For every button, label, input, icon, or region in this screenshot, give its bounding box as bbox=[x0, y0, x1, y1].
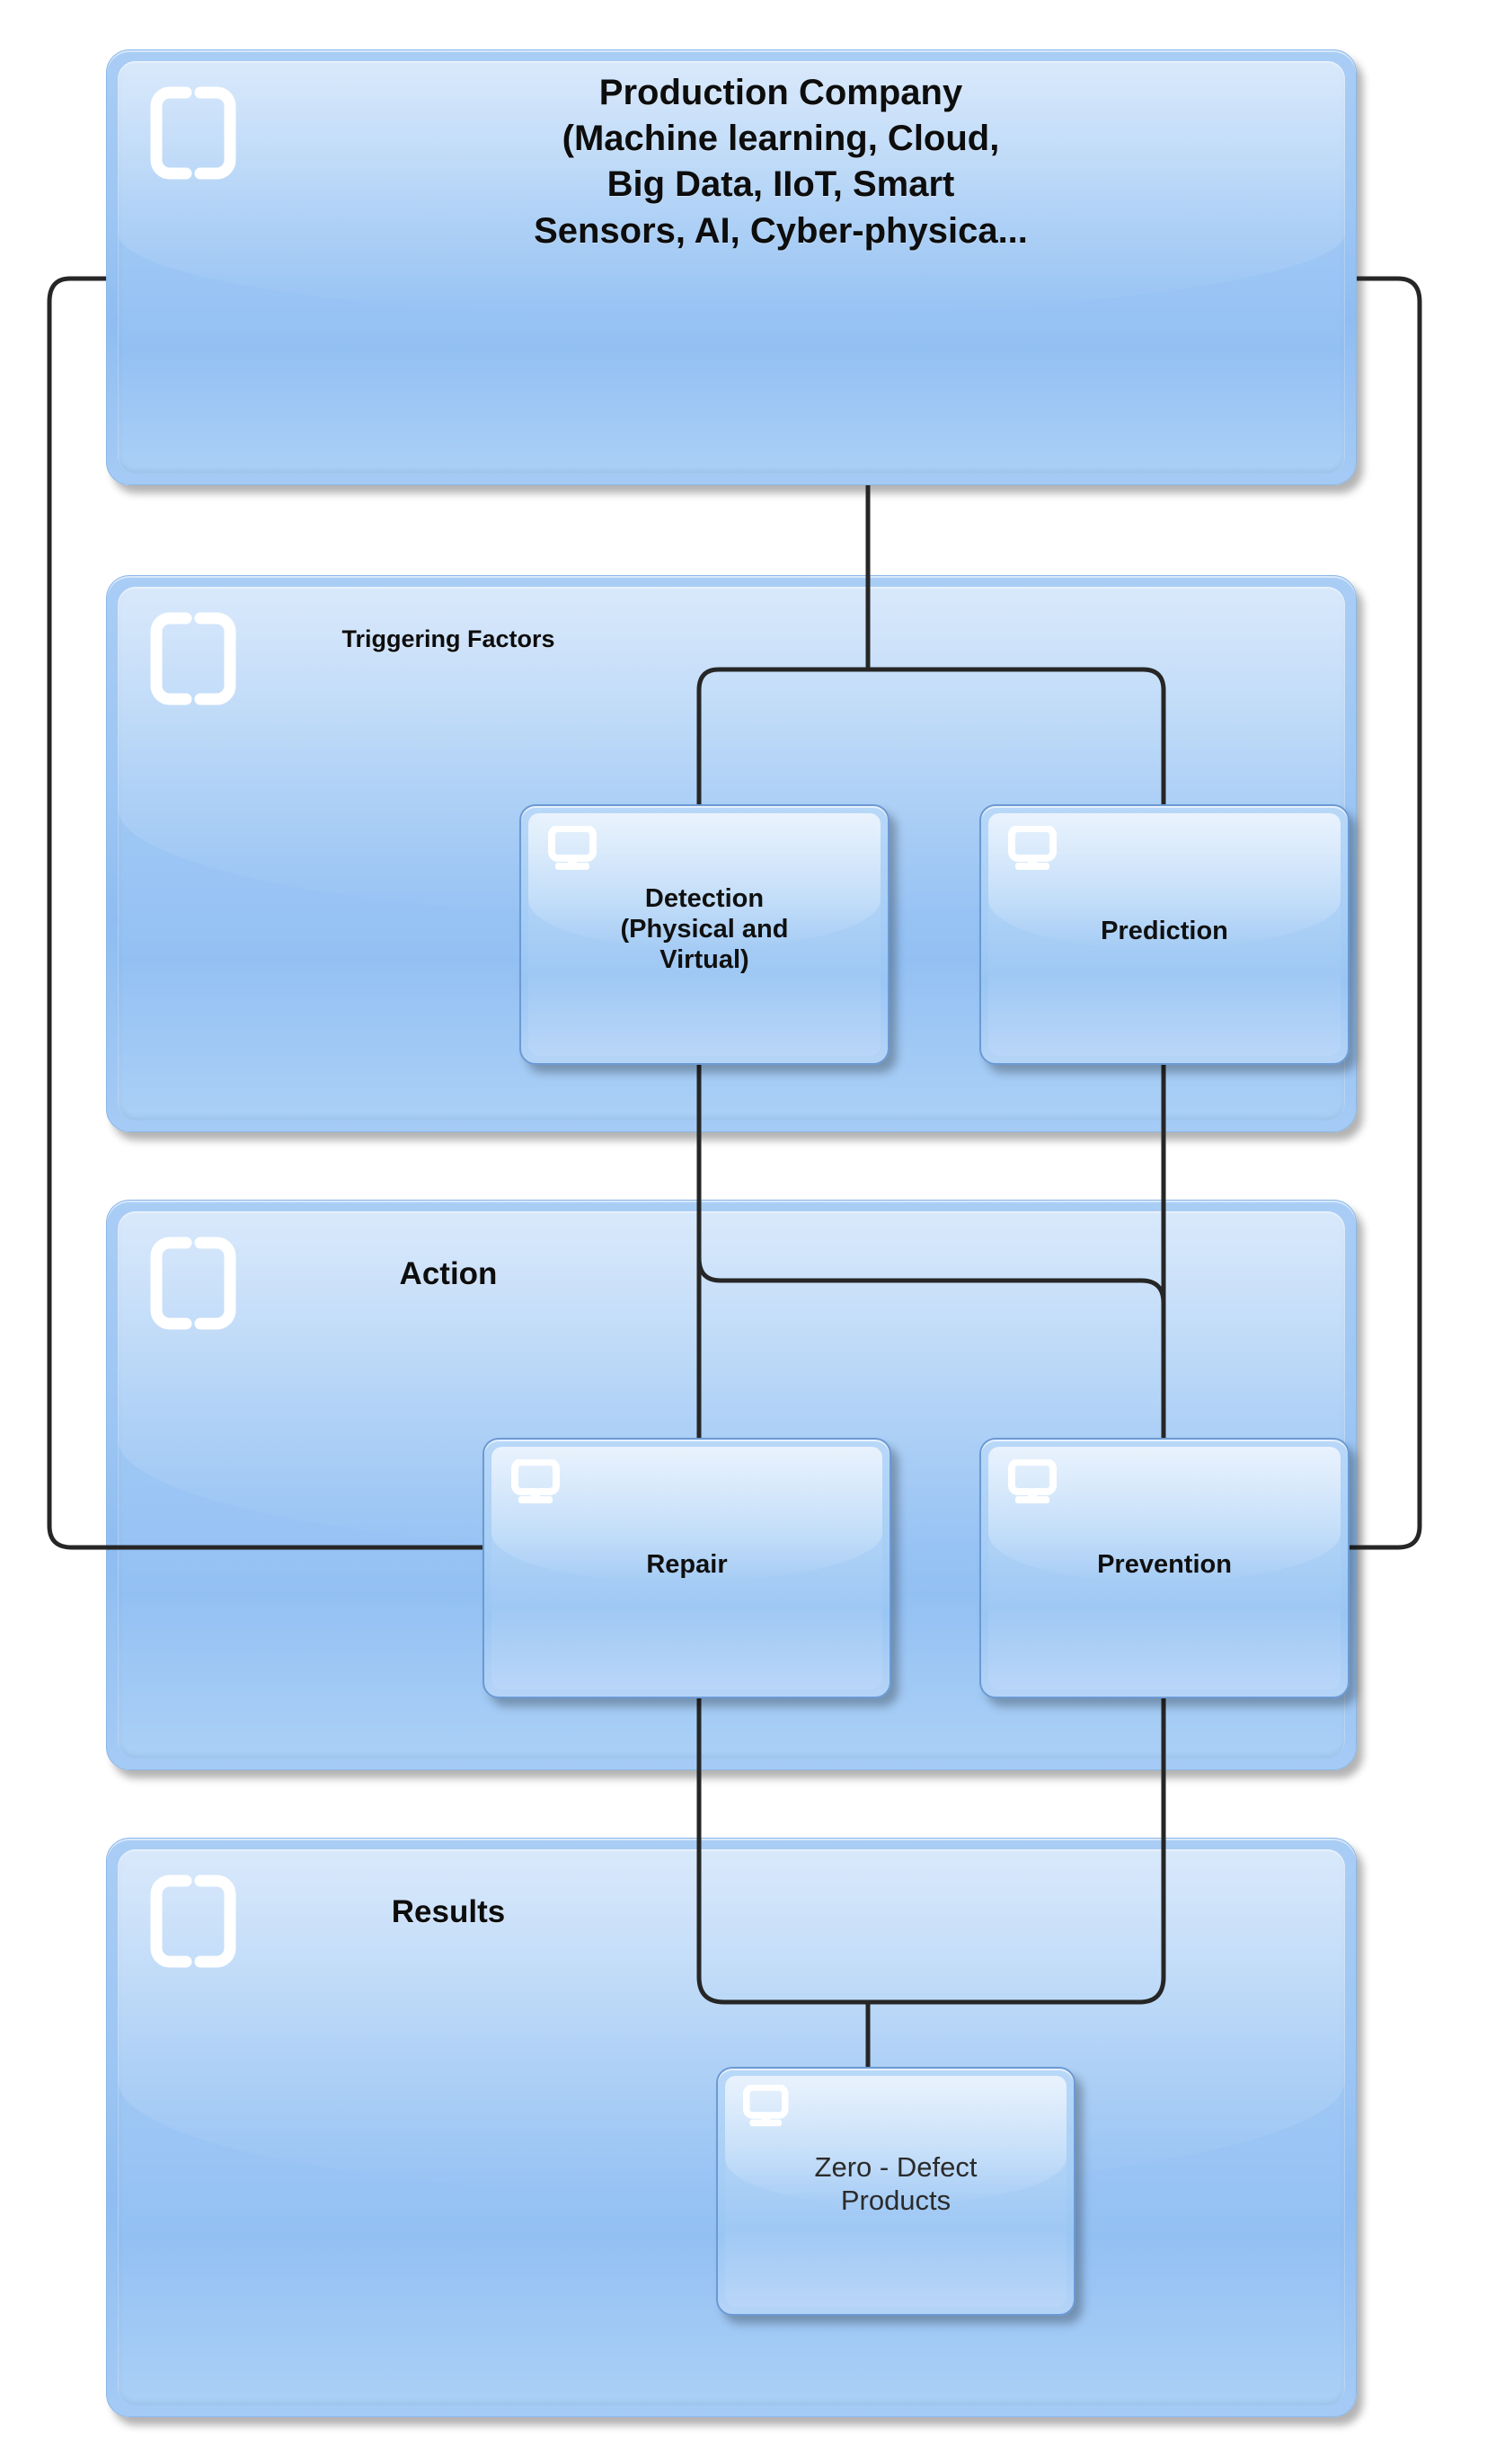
monitor-icon bbox=[1008, 1459, 1064, 1510]
node-label-zero-defect-products: Zero - Defect Products bbox=[814, 2151, 978, 2216]
node-label-detection: Detection (Physical and Virtual) bbox=[620, 884, 789, 975]
group-label-triggering-factors: Triggering Factors bbox=[341, 625, 555, 652]
node-label-prediction: Prediction bbox=[1101, 917, 1228, 945]
monitor-icon bbox=[743, 2085, 795, 2132]
wire-right-feedback bbox=[1346, 276, 1422, 1550]
node-prediction[interactable]: Prediction bbox=[979, 804, 1350, 1065]
monitor-icon bbox=[548, 826, 604, 876]
monitor-icon bbox=[511, 1459, 567, 1510]
node-repair[interactable]: Repair bbox=[482, 1438, 891, 1698]
group-label-production-company: Production Company (Machine learning, Cl… bbox=[534, 73, 1028, 251]
group-label-results: Results bbox=[391, 1894, 506, 1929]
node-detection[interactable]: Detection (Physical and Virtual) bbox=[519, 804, 890, 1065]
bracket-icon bbox=[150, 86, 236, 180]
node-label-prevention: Prevention bbox=[1097, 1550, 1232, 1579]
bracket-icon bbox=[150, 1236, 236, 1330]
group-production-company[interactable]: Production Company (Machine learning, Cl… bbox=[106, 49, 1357, 485]
group-label-action: Action bbox=[399, 1256, 498, 1291]
node-zero-defect-products[interactable]: Zero - Defect Products bbox=[716, 2067, 1075, 2316]
bracket-icon bbox=[150, 1875, 236, 1968]
node-prevention[interactable]: Prevention bbox=[979, 1438, 1350, 1698]
monitor-icon bbox=[1008, 826, 1064, 876]
bracket-icon bbox=[150, 612, 236, 705]
node-label-repair: Repair bbox=[646, 1550, 728, 1579]
